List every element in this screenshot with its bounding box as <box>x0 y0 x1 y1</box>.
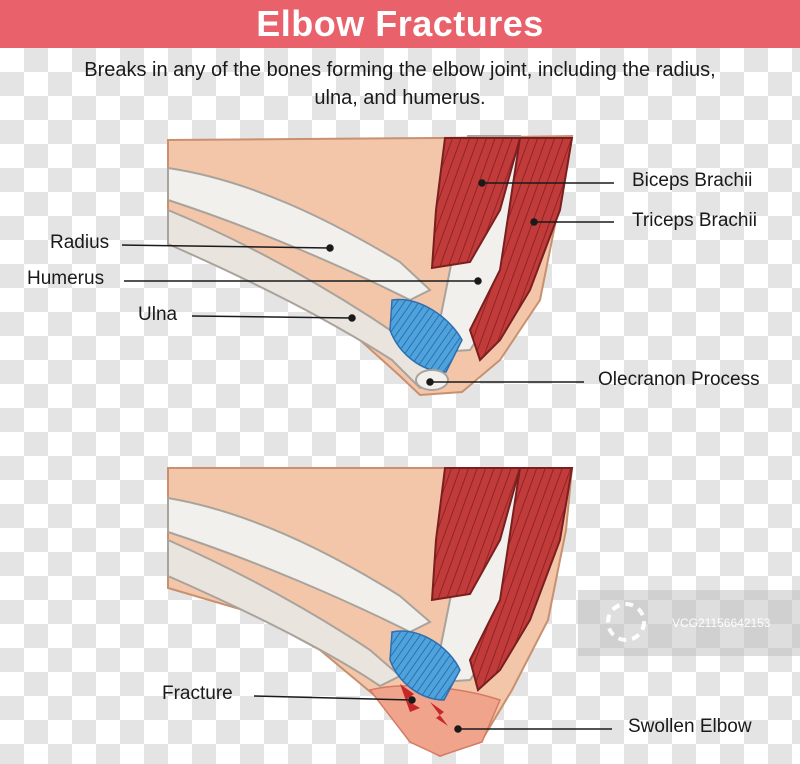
normal-triceps-muscle <box>468 137 574 362</box>
subtitle: Breaks in any of the bones forming the e… <box>10 56 790 112</box>
label-olecranon-process: Olecranon Process <box>598 369 760 390</box>
swollen-marker <box>454 725 462 733</box>
ulna-leader <box>191 315 353 319</box>
ulna-marker <box>348 314 356 322</box>
normal-elbow-diagram <box>121 134 614 397</box>
title-banner: Elbow Fractures <box>0 0 800 48</box>
label-radius: Radius <box>50 232 110 253</box>
subtitle-line-2: ulna, and humerus. <box>314 87 486 109</box>
watermark-logo-icon <box>606 602 646 642</box>
olecranon-marker <box>426 378 434 386</box>
fracture-leader <box>253 695 413 701</box>
label-humerus: Humerus <box>27 268 105 289</box>
fractured-cartilage <box>389 630 461 701</box>
radius-marker <box>326 244 334 252</box>
radius-leader <box>121 244 331 249</box>
biceps-marker <box>478 179 486 187</box>
fracture-mark-2 <box>430 702 448 726</box>
watermark-text: VCG21156642153 <box>672 616 771 630</box>
fracture-mark-1 <box>400 684 420 712</box>
triceps-marker <box>530 218 538 226</box>
subtitle-line-1: Breaks in any of the bones forming the e… <box>84 59 716 81</box>
label-ulna: Ulna <box>138 304 178 325</box>
label-swollen-elbow: Swollen Elbow <box>628 716 752 737</box>
fractured-triceps-muscle <box>468 467 574 692</box>
watermark: VCG21156642153 <box>578 590 800 656</box>
fractured-ulna-bone <box>167 538 402 688</box>
fractured-elbow-diagram <box>167 467 612 758</box>
label-triceps-brachii: Triceps Brachii <box>632 210 757 231</box>
label-biceps-brachii: Biceps Brachii <box>632 170 753 191</box>
page-title: Elbow Fractures <box>256 3 544 44</box>
normal-cartilage <box>389 298 463 373</box>
swelling-area <box>368 685 502 757</box>
label-fracture: Fracture <box>162 683 233 704</box>
humerus-marker <box>474 277 482 285</box>
fracture-marker <box>408 696 416 704</box>
